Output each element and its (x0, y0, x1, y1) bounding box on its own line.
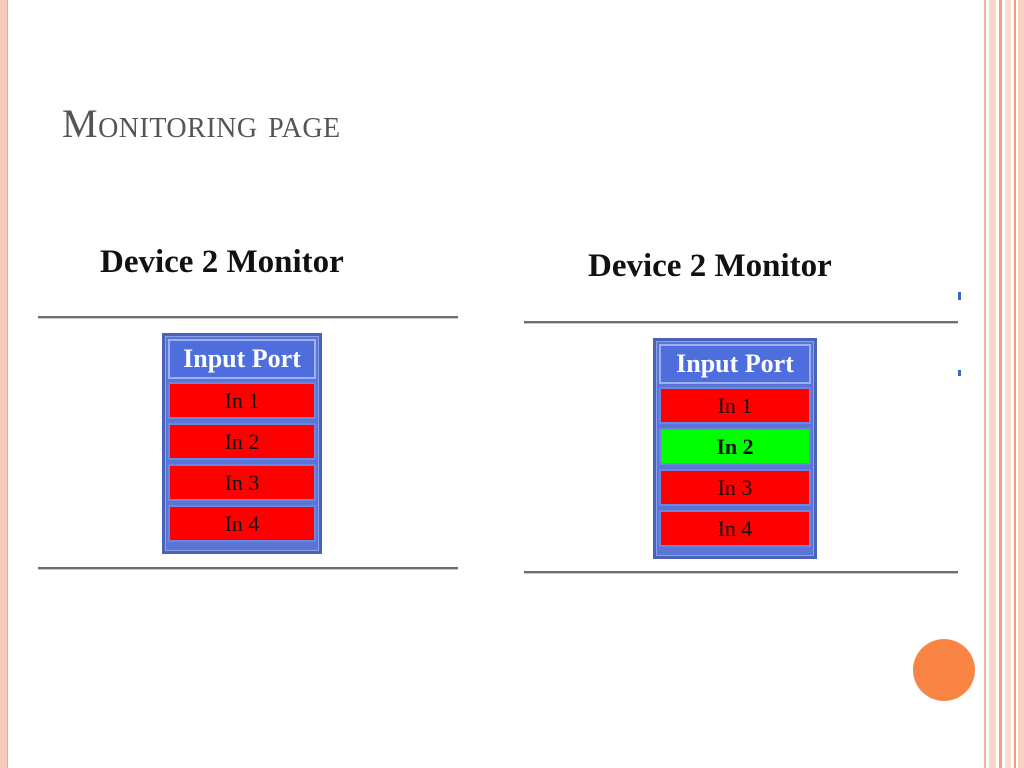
divider-top (524, 321, 958, 324)
port-cell-in2: In 2 (168, 423, 316, 460)
port-cell-in1: In 1 (659, 387, 811, 424)
port-cell-in3: In 3 (659, 469, 811, 506)
device-heading: Device 2 Monitor (588, 248, 832, 284)
input-port-header: Input Port (168, 339, 316, 379)
port-cell-in2-active: In 2 (659, 428, 811, 465)
right-decorative-stripes (978, 0, 1024, 768)
slide-title: Monitoring page (62, 101, 341, 146)
divider-top (38, 316, 458, 319)
port-cell-in1: In 1 (168, 382, 316, 419)
port-cell-in3: In 3 (168, 464, 316, 501)
divider-bottom (524, 571, 958, 574)
input-port-table: Input Port In 1 In 2 In 3 In 4 (162, 333, 322, 554)
clipped-edge-mark (958, 370, 961, 376)
input-port-header: Input Port (659, 344, 811, 384)
device-heading: Device 2 Monitor (100, 244, 344, 280)
monitor-screenshot-right: Device 2 Monitor Input Port In 1 In 2 In… (522, 236, 958, 578)
clipped-edge-mark (958, 292, 961, 300)
port-cell-in4: In 4 (168, 505, 316, 542)
monitor-screenshot-left: Device 2 Monitor Input Port In 1 In 2 In… (36, 232, 458, 574)
divider-bottom (38, 567, 458, 570)
orange-circle-decoration (913, 639, 975, 701)
port-cell-in4: In 4 (659, 510, 811, 547)
left-border-stripe (0, 0, 8, 768)
input-port-table: Input Port In 1 In 2 In 3 In 4 (653, 338, 817, 559)
